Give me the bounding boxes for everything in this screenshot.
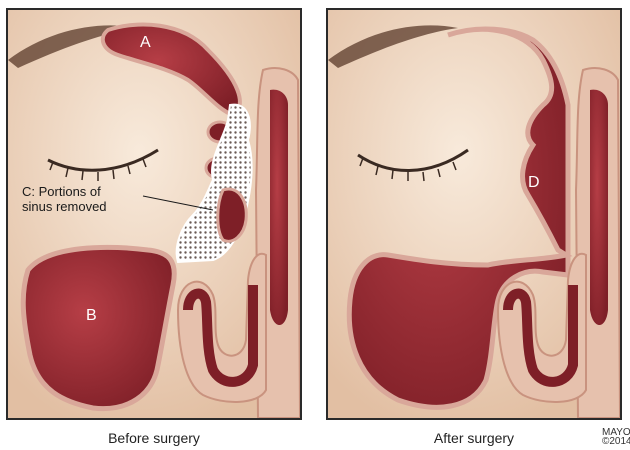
label-a: A <box>140 34 151 52</box>
label-d: D <box>528 174 540 192</box>
nasal-passage <box>270 90 288 325</box>
before-surgery-illustration <box>8 10 300 418</box>
label-b: B <box>86 307 97 325</box>
before-caption: Before surgery <box>6 430 302 446</box>
after-surgery-illustration <box>328 10 620 418</box>
mayo-credit: MAYO ©2014 <box>602 428 630 446</box>
after-surgery-panel: D <box>326 8 622 420</box>
maxillary-sinus <box>23 247 174 408</box>
after-caption: After surgery <box>326 430 622 446</box>
label-c: C: Portions of sinus removed <box>22 184 107 214</box>
nasal-passage <box>590 90 608 325</box>
before-surgery-panel: A B C: Portions of sinus removed <box>6 8 302 420</box>
middle-meatus <box>218 189 247 241</box>
